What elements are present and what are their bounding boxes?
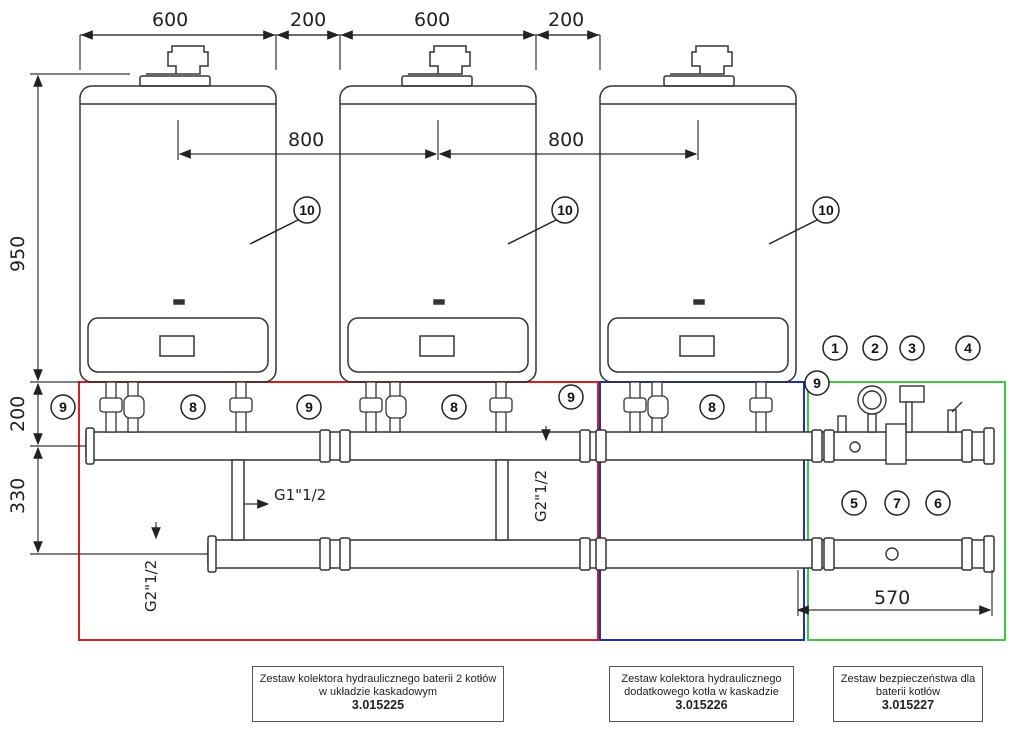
upper-manifold [85,427,995,465]
lower-manifold [207,535,995,573]
dim-gap-200-b: 200 [548,9,584,31]
callout-6: 6 [934,495,942,511]
boiler-2 [339,45,537,383]
caption-line1: Zestaw bezpieczeństwa dla [840,673,976,685]
callout-10-a: 10 [299,202,315,218]
caption-kit-3015227: Zestaw bezpieczeństwa dla baterii kotłów… [833,666,983,722]
pipe-size-vertical: G2"1/2 [532,470,550,522]
caption-line1: Zestaw kolektora hydraulicznego [621,673,782,685]
frame-kit-green [807,381,1006,641]
callout-9-b: 9 [305,399,313,415]
dim-height-950: 950 [7,236,29,272]
callout-9-d: 9 [813,375,821,391]
callout-4: 4 [964,340,972,356]
caption-code: 3.015225 [351,698,405,712]
dim-gap-200-a: 200 [290,9,326,31]
dim-width-600-a: 600 [152,9,188,31]
safety-components [837,385,963,561]
boiler-1 [79,45,277,383]
caption-line2: baterii kotłów [875,686,941,698]
caption-code: 3.015226 [675,698,728,712]
callout-10-b: 10 [557,202,573,218]
boiler-3 [599,45,797,383]
callout-8-b: 8 [450,399,458,415]
caption-code: 3.015227 [881,698,935,712]
callout-10-c: 10 [818,202,834,218]
callouts [50,196,981,516]
dim-center-800-b: 800 [548,129,584,151]
dim-width-570: 570 [874,587,910,609]
vertical-supports [231,459,509,541]
caption-kit-3015225: Zestaw kolektora hydraulicznego baterii … [252,666,504,722]
caption-kit-3015226: Zestaw kolektora hydraulicznego dodatkow… [609,666,794,722]
callout-8-c: 8 [708,399,716,415]
callout-9-a: 9 [59,399,67,415]
dimension-lines [30,30,993,616]
pipe-size-main: G1"1/2 [274,486,326,504]
dim-width-600-b: 600 [414,9,450,31]
caption-line2: w układzie kaskadowym [319,686,437,698]
dim-height-200: 200 [7,396,29,432]
callout-3: 3 [908,340,916,356]
pipe-size-left: G2"1/2 [142,560,160,612]
dim-center-800-a: 800 [288,129,324,151]
callout-8-a: 8 [189,399,197,415]
callout-1: 1 [831,340,839,356]
callout-9-c: 9 [567,389,575,405]
callout-2: 2 [871,340,879,356]
valve-assemblies [99,381,773,433]
caption-line1: Zestaw kolektora hydraulicznego baterii … [259,673,497,685]
callout-5: 5 [850,495,858,511]
frame-kit-red [78,381,599,641]
dim-height-330: 330 [7,478,29,514]
caption-line2: dodatkowego kotła w kaskadzie [624,686,779,698]
callout-7: 7 [893,495,901,511]
